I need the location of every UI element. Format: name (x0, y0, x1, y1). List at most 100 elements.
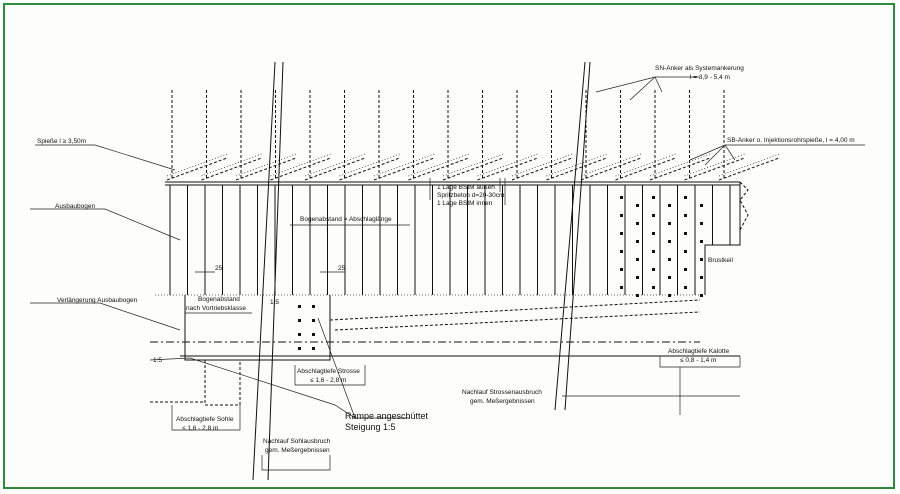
drawing-frame (3, 3, 895, 489)
face-bolt (620, 232, 623, 235)
ramp-line-2 (334, 311, 701, 331)
spile (477, 153, 538, 177)
face-wedge (739, 181, 749, 231)
invert-excavation (204, 360, 241, 406)
spile (373, 157, 435, 181)
shotcrete-label: Spritzbeton d=20-30cm (437, 192, 504, 199)
spile (442, 157, 504, 181)
spile (649, 153, 711, 177)
arch-spacing-label: Bogenabstand = Abschlaglänge (300, 216, 392, 223)
face-bolt (684, 286, 687, 289)
nachlauf-strosse-line1: Nachlauf Strossenausbruch (462, 389, 542, 396)
face-bolt (668, 294, 671, 297)
break-line (554, 61, 586, 411)
face-bolt (620, 268, 623, 271)
face-bolt (684, 268, 687, 271)
spile (546, 157, 607, 181)
ramp-label-line1: Rampe angeschüttet (345, 411, 429, 421)
arch-spacing-class-line1: Bogenabstand (198, 296, 240, 303)
face-bolt (652, 250, 655, 253)
slope-upper: 1:5 (270, 299, 279, 306)
sohle-depth-title: Abschlagtiefe Sohle (176, 416, 234, 423)
brustkeil-label: Brustkeil (708, 257, 733, 264)
arch-label: Ausbaubogen (55, 203, 96, 210)
break-line (564, 61, 591, 411)
face-bolt (636, 276, 639, 279)
face-bolt (684, 232, 687, 235)
spile (511, 157, 573, 181)
arch-spacing-class-line2: nach Vortriebsklasse (186, 305, 246, 312)
face-bolt (668, 276, 671, 279)
spile (718, 157, 780, 181)
spile (408, 153, 469, 177)
spile (408, 157, 469, 181)
spile (684, 157, 745, 181)
spile (201, 153, 262, 177)
face-bolts (298, 196, 703, 350)
dim-25-left: 25 (215, 265, 223, 272)
spile (615, 157, 676, 181)
kalotte-depth-title: Abschlagtiefe Kalotte (668, 348, 729, 355)
face-bolt (684, 250, 687, 253)
face-bolt (620, 214, 623, 217)
face-bolt (312, 305, 315, 308)
face-bolt (652, 232, 655, 235)
ramp-line (329, 299, 701, 321)
face-bolt (700, 204, 703, 207)
spile (442, 153, 504, 177)
face-bolt (700, 240, 703, 243)
face-bolt (668, 204, 671, 207)
spile (718, 153, 780, 177)
break-line (252, 61, 276, 481)
nachlauf-strosse-line2: gem. Meßergebnissen (470, 398, 535, 405)
sohle-depth-value: ≤ 1,6 - 2,8 m (182, 425, 218, 432)
ramp-label-line2: Steigung 1:5 (345, 422, 396, 432)
strosse-depth-title: Abschlagtiefe Strosse (297, 368, 360, 375)
dim-25-right: 25 (338, 265, 346, 272)
spile (201, 157, 262, 181)
spile (477, 157, 538, 181)
face-bolt (668, 240, 671, 243)
face-bolt (620, 250, 623, 253)
spile (339, 153, 400, 177)
spiles-label: Spieße l ≥ 3,50m (37, 138, 86, 145)
face-bolt (312, 333, 315, 336)
face-bolt (636, 204, 639, 207)
kalotte-depth-value: ≤ 0,8 - 1,4 m (680, 357, 716, 364)
sn-anchor-label: SN-Anker als Systemankerung (655, 65, 744, 72)
face-bolt (652, 196, 655, 199)
spile (649, 157, 711, 181)
face-bolt (620, 196, 623, 199)
spile (580, 157, 642, 181)
spile (580, 153, 642, 177)
face-bolt (700, 258, 703, 261)
extension-label: Verlängerung Ausbaubogen (57, 297, 138, 304)
face-bolt (636, 258, 639, 261)
slope-lower: 1:5 (153, 357, 162, 364)
nachlauf-sohle-line2: gem. Meßergebnissen (265, 447, 330, 454)
face-bolt (684, 196, 687, 199)
face-bolt (684, 214, 687, 217)
spile (511, 153, 573, 177)
face-bolt (668, 258, 671, 261)
sb-anchor-label: SB-Anker o. Injektionsrohrspieße, l = 4,… (727, 137, 855, 144)
mesh-inner-label: 1 Lage BStM innen (437, 200, 493, 207)
face-bolt (298, 347, 301, 350)
face-bolt (652, 214, 655, 217)
face-bolt (312, 319, 315, 322)
face-bolt (668, 222, 671, 225)
strosse-depth-value: ≤ 1,6 - 2,8 m (310, 377, 346, 384)
face-bolt (636, 240, 639, 243)
face-bolt (298, 333, 301, 336)
face-bolt (636, 294, 639, 297)
face-bolt (700, 294, 703, 297)
face-bolt (652, 286, 655, 289)
spile (615, 153, 676, 177)
spile (304, 157, 366, 181)
mesh-outer-label: 1 Lage BStM außen (437, 184, 495, 191)
face-bolt (700, 222, 703, 225)
face-bolt (298, 319, 301, 322)
spile (339, 157, 400, 181)
face-bolt (652, 268, 655, 271)
